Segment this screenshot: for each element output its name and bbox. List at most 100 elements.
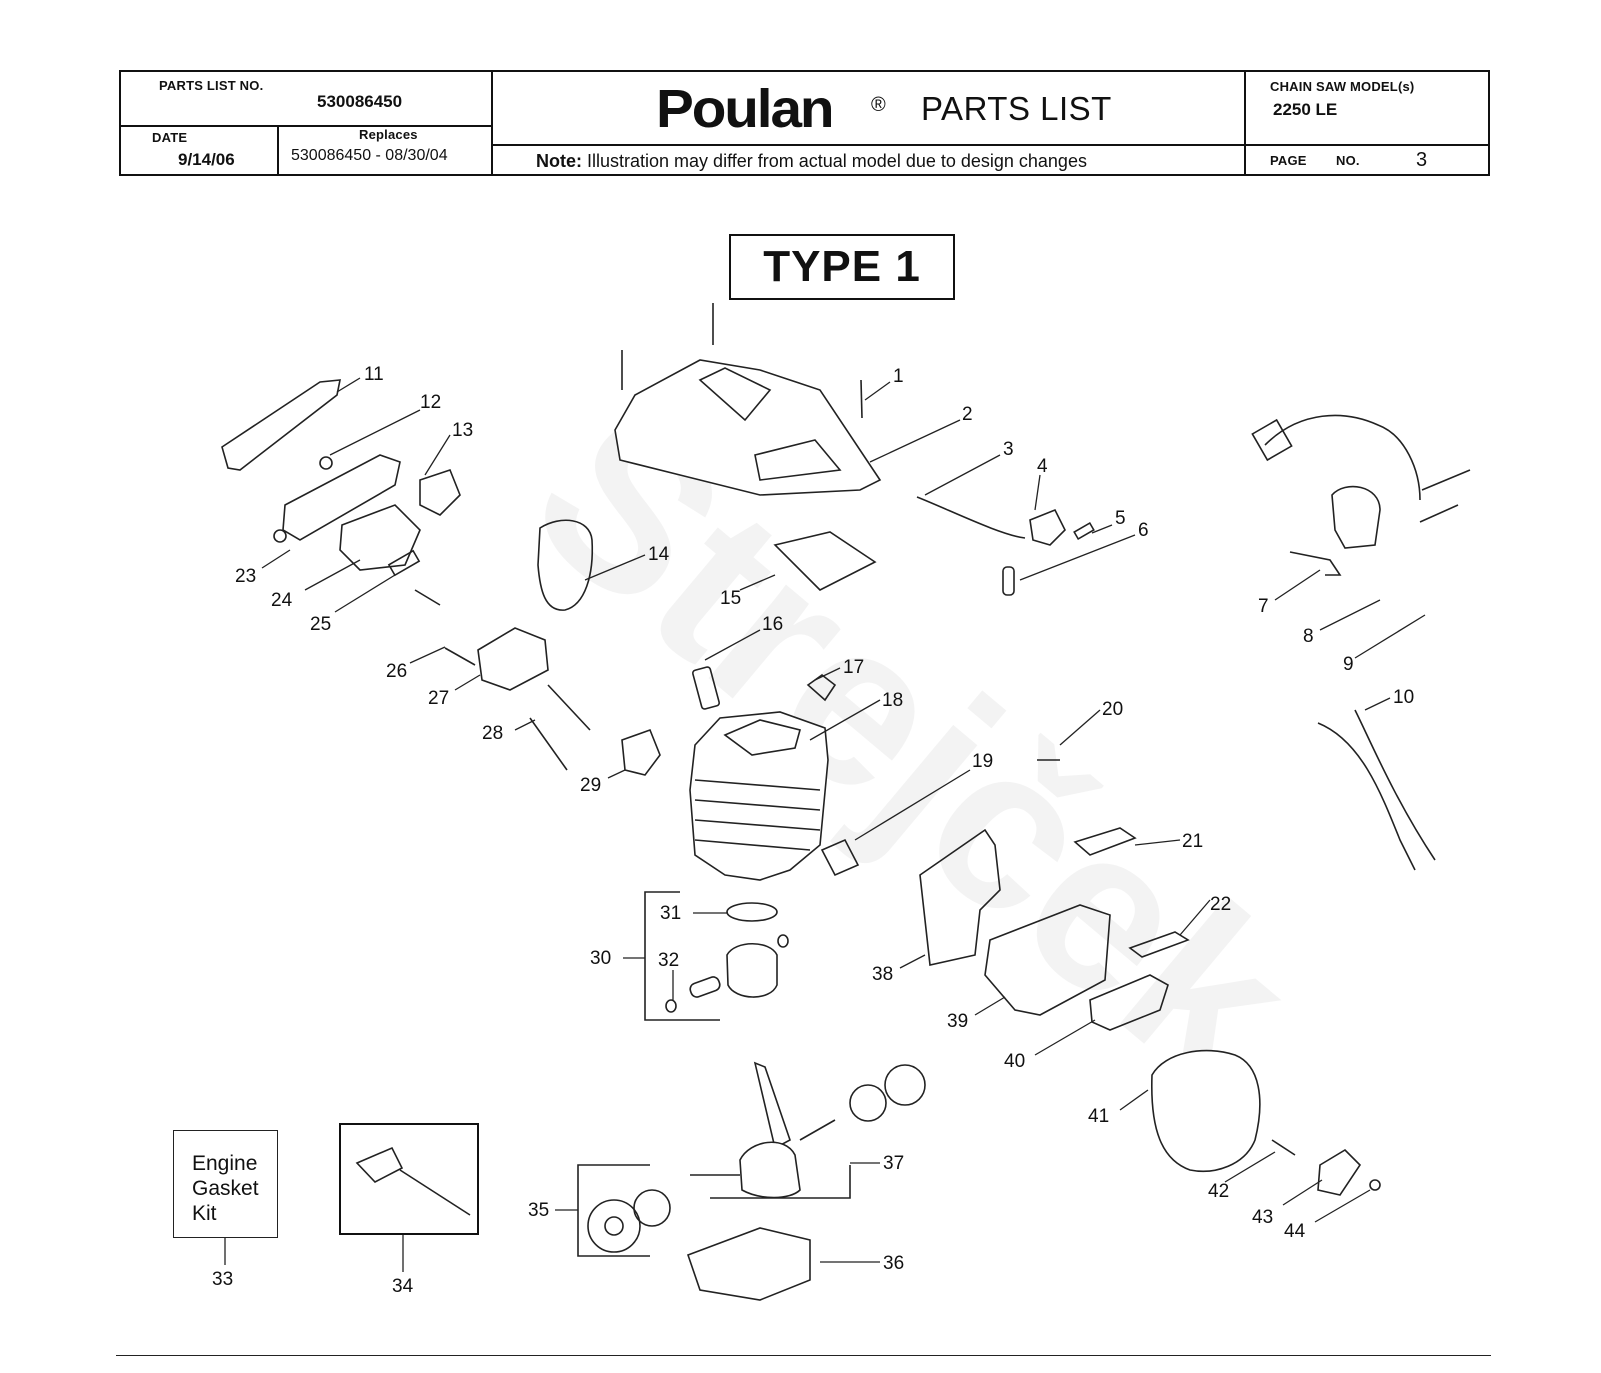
engine-gasket-kit-box: Engine Gasket Kit <box>173 1130 278 1238</box>
callout-36: 36 <box>883 1253 904 1274</box>
piston-ring-shape <box>726 902 778 922</box>
cylinder-screw-shape <box>529 717 568 771</box>
primer-screw-shape <box>1073 521 1095 541</box>
cylinder-screw-shape <box>547 684 591 731</box>
leader-11 <box>336 377 361 393</box>
callout-4: 4 <box>1037 456 1048 477</box>
callout-28: 28 <box>482 723 503 744</box>
leader-19 <box>854 769 971 841</box>
callout-1: 1 <box>893 366 904 387</box>
spark-plug-wrench-box <box>339 1123 479 1235</box>
cylinder-top-shape <box>723 719 801 756</box>
callout-38: 38 <box>872 964 893 985</box>
leader-26 <box>409 646 446 664</box>
leader-40 <box>1034 1019 1096 1056</box>
replaces-label: Replaces <box>359 127 418 142</box>
fuel-line-shape <box>916 496 1026 539</box>
leader-7 <box>1274 569 1321 601</box>
callout-8: 8 <box>1303 626 1314 647</box>
callout-33: 33 <box>212 1269 233 1290</box>
kit-line: Gasket <box>192 1177 259 1200</box>
date-value: 9/14/06 <box>178 150 235 169</box>
carburetor-shape <box>339 504 421 571</box>
heat-shield-shape <box>984 904 1111 1016</box>
design-change-note: Note: Illustration may differ from actua… <box>536 151 1087 172</box>
header-divider <box>1244 72 1246 174</box>
callout-40: 40 <box>1004 1051 1025 1072</box>
leader-23 <box>261 549 291 569</box>
callout-31: 31 <box>660 903 681 924</box>
header-divider <box>1244 144 1490 146</box>
module-screw-shape <box>1419 504 1459 523</box>
cylinder-cover-shape <box>614 359 882 496</box>
wrench-shape <box>355 1146 404 1183</box>
poulan-logo: Poulan <box>656 79 835 139</box>
callout-42: 42 <box>1208 1181 1229 1202</box>
callout-20: 20 <box>1102 699 1123 720</box>
leader-25 <box>334 574 396 613</box>
wire-harness-shape <box>1354 709 1436 861</box>
header-divider <box>491 144 1244 146</box>
cylinder-fin <box>694 799 821 811</box>
leader-15 <box>739 574 776 591</box>
pin-clip-shape <box>777 934 789 948</box>
leader-18 <box>809 699 881 741</box>
leader-8 <box>1319 599 1381 631</box>
muffler-plate-shape <box>1073 827 1137 856</box>
leader-43 <box>1282 1179 1323 1206</box>
callout-39: 39 <box>947 1011 968 1032</box>
callout-35: 35 <box>528 1200 549 1221</box>
leader-24 <box>304 559 361 591</box>
callout-24: 24 <box>271 590 293 611</box>
carb-screw-shape <box>444 647 476 666</box>
leader-29 <box>607 769 626 779</box>
callout-9: 9 <box>1343 654 1354 675</box>
leader-42 <box>1224 1151 1276 1183</box>
model-value: 2250 LE <box>1273 100 1338 119</box>
bearing-shape <box>849 1084 887 1122</box>
kit-line: Kit <box>192 1202 217 1225</box>
callout-32: 32 <box>658 950 679 971</box>
callout-3: 3 <box>1003 439 1014 460</box>
cover-label-shape <box>773 531 877 591</box>
page-no-label: NO. <box>1336 153 1360 168</box>
callout-23: 23 <box>235 566 256 587</box>
watermark: Strejček <box>489 361 1341 1134</box>
filter-nut-shape <box>319 456 333 470</box>
cylinder-shield-shape <box>919 828 1001 966</box>
leader-44 <box>1314 1189 1371 1223</box>
leader-6 <box>1019 534 1136 581</box>
header-divider <box>121 125 491 127</box>
leader-16 <box>704 629 761 661</box>
muffler-nut-shape <box>1369 1179 1381 1191</box>
page-number: 3 <box>1416 149 1428 171</box>
ignition-module-shape <box>1331 485 1381 549</box>
parts-list-no-label: PARTS LIST NO. <box>159 78 264 93</box>
leader-21 <box>1134 839 1181 846</box>
muffler-shape <box>1151 1049 1261 1172</box>
callout-10: 10 <box>1393 687 1414 708</box>
callout-44: 44 <box>1284 1221 1306 1242</box>
header-divider <box>277 125 279 174</box>
cylinder-shape <box>689 711 829 881</box>
type-label-box: TYPE 1 <box>729 234 955 300</box>
callout-2: 2 <box>962 404 973 425</box>
leader-5 <box>1091 524 1113 534</box>
cover-screw-shape <box>860 379 863 419</box>
leader-3 <box>924 454 1001 496</box>
model-label: CHAIN SAW MODEL(s) <box>1270 79 1415 94</box>
parts-list-no: 530086450 <box>317 92 403 111</box>
leader-13 <box>424 434 451 476</box>
leader-12 <box>329 409 421 456</box>
crankshaft-bracket <box>710 1165 851 1199</box>
spark-plug-shape <box>692 666 720 710</box>
leader-lines <box>224 377 1426 1272</box>
leader-41 <box>1119 1089 1149 1111</box>
leader-38 <box>899 954 926 969</box>
primer-shape <box>1029 508 1066 546</box>
choke-lever-shape <box>273 529 287 543</box>
cylinder-fin <box>694 839 811 851</box>
muffler-bolt-shape <box>1271 1139 1296 1156</box>
